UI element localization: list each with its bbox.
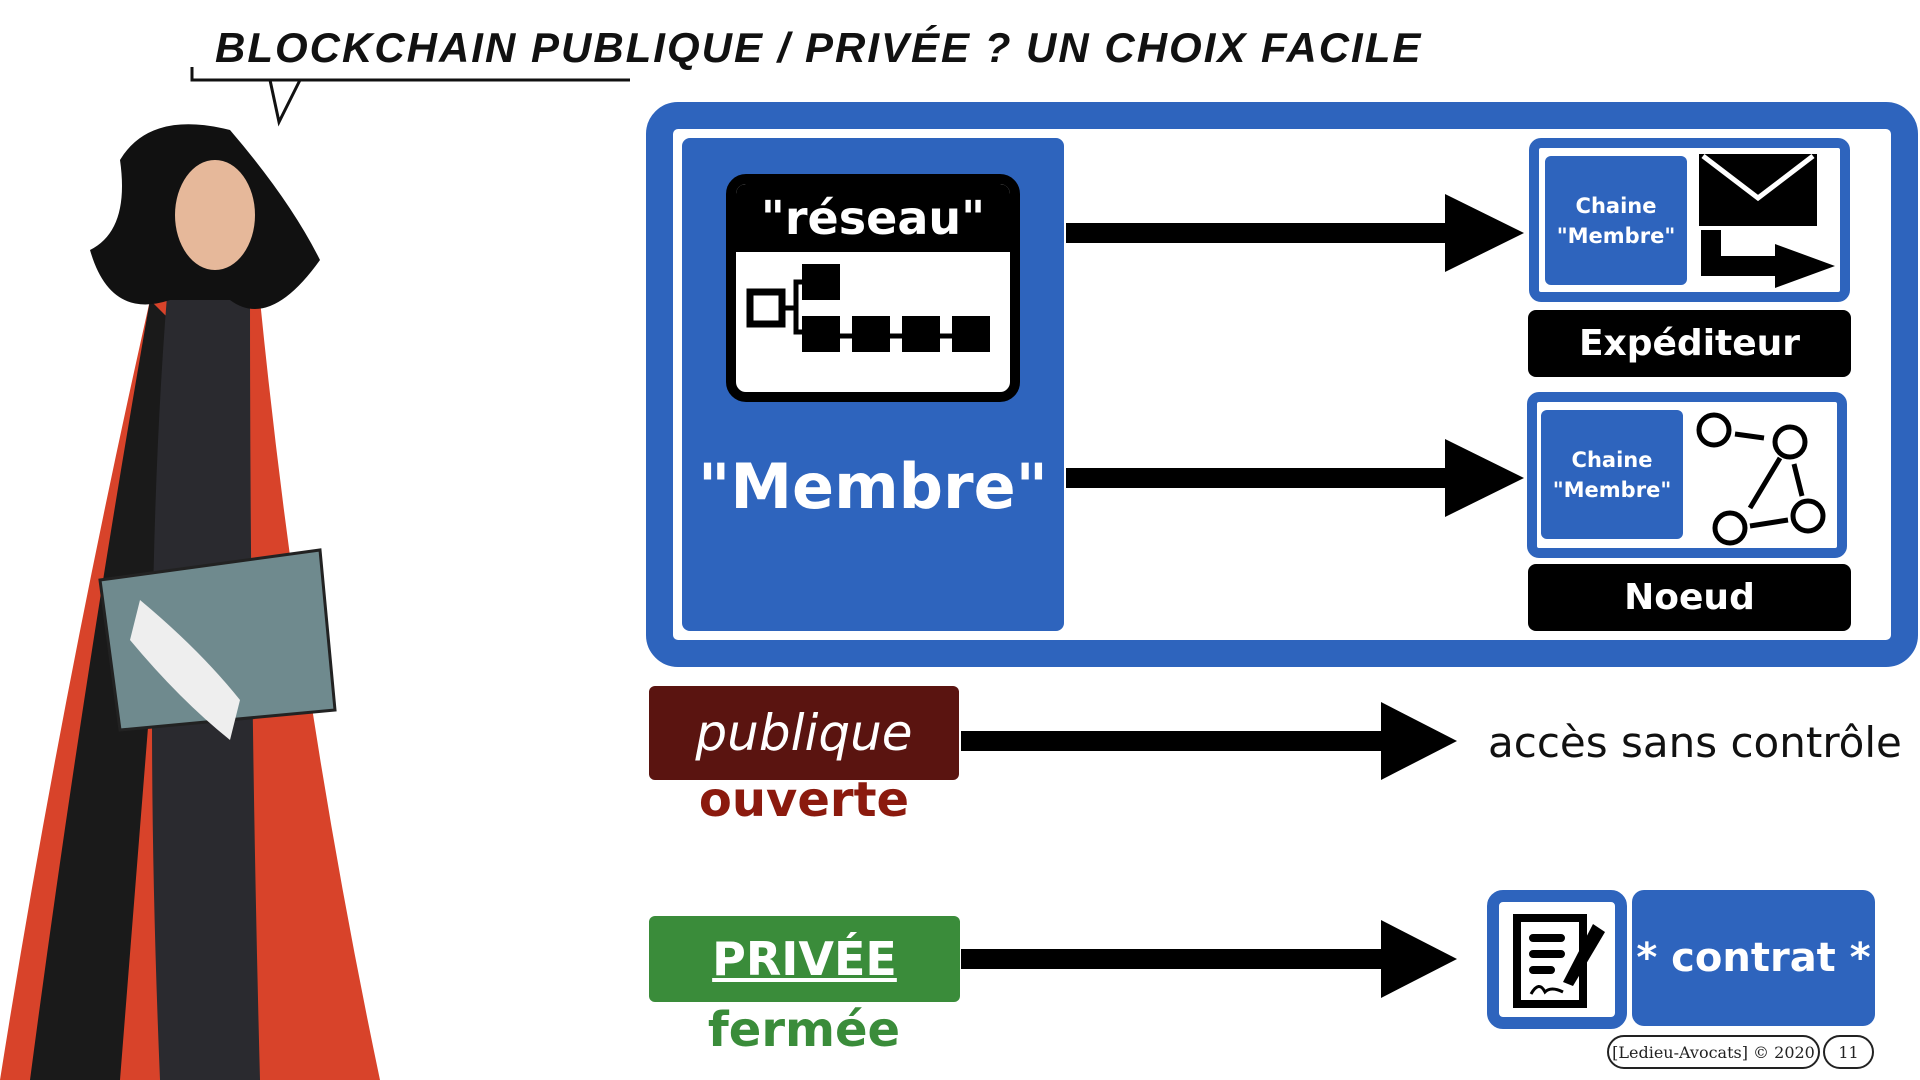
ouverte-label: ouverte <box>698 772 910 828</box>
node-card: Chaine "Membre" <box>1527 392 1847 558</box>
contrat-box: * contrat * <box>1632 890 1875 1026</box>
contract-icon-box <box>1487 890 1627 1029</box>
arrow-reseau-noeud <box>1066 439 1524 517</box>
reseau-header: "réseau" <box>736 184 1010 252</box>
mail-forward-icon <box>1699 154 1835 288</box>
chain-line1: Chaine <box>1571 447 1653 472</box>
membre-label: "Membre" <box>698 450 1048 523</box>
reseau-card: "réseau" <box>726 174 1020 402</box>
chain-line2: "Membre" <box>1552 477 1672 502</box>
arrow-publique <box>961 702 1457 780</box>
arrow-privee <box>961 920 1457 998</box>
chain-line2: "Membre" <box>1556 223 1676 248</box>
contract-sign-icon <box>1513 914 1605 1008</box>
sender-label: Expéditeur <box>1528 310 1851 377</box>
publique-tag: publique <box>649 686 959 780</box>
arrow-reseau-expediteur <box>1066 194 1524 272</box>
node-graph-icon <box>1696 412 1826 546</box>
copyright-footer: [Ledieu-Avocats] © 2020 <box>1607 1035 1820 1069</box>
sender-chain-box: Chaine "Membre" <box>1545 156 1687 285</box>
chain-line1: Chaine <box>1575 193 1657 218</box>
chain-network-icon <box>746 264 990 352</box>
privee-tag: PRIVÉE <box>649 916 960 1002</box>
membre-frame <box>646 102 1918 667</box>
character-illustration <box>0 124 380 1080</box>
public-result: accès sans contrôle <box>1488 718 1902 767</box>
node-chain-box: Chaine "Membre" <box>1541 410 1683 539</box>
node-label: Noeud <box>1528 564 1851 631</box>
page-title: Blockchain publique / privée ? un choix … <box>215 24 1423 71</box>
sender-card: Chaine "Membre" <box>1529 138 1850 302</box>
fermee-label: fermée <box>707 1002 901 1058</box>
speech-bubble <box>190 67 630 127</box>
page-number: 11 <box>1823 1035 1874 1069</box>
